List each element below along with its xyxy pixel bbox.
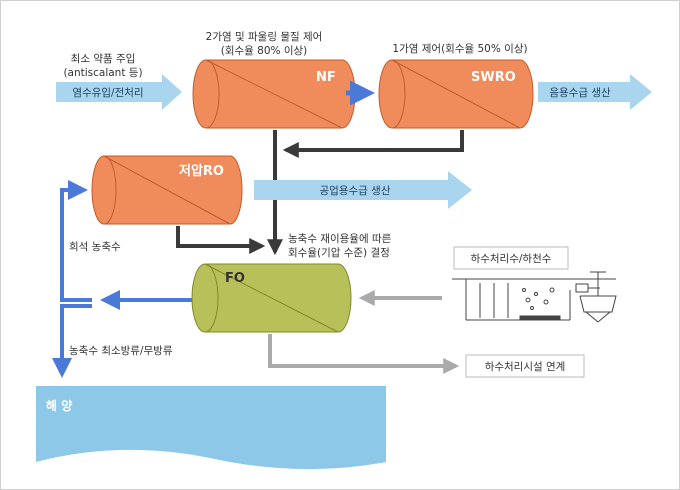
sewage-plant-illustration: [452, 271, 617, 323]
sewage-source-box: [453, 246, 569, 270]
low-pressure-ro-label: 저압RO: [179, 164, 224, 179]
low-ro-concentrate-line: [176, 226, 266, 254]
industrial-water-label: 공업용수급 생산: [320, 184, 391, 197]
swro-membrane: SWRO: [378, 59, 534, 129]
fo-note-line2: 회수율(기압 수준) 결정: [288, 246, 390, 259]
sewage-link-label: 하수처리시설 연계: [485, 360, 566, 373]
sewage-source-label: 하수처리수/하천수: [471, 252, 552, 265]
discharge-line: [52, 304, 92, 378]
nf-note-line2: (회수율 80% 이상): [221, 45, 308, 57]
ocean-label: 해 양: [46, 398, 72, 413]
dilute-recycle-line: [60, 180, 92, 302]
nf-note-line1: 2가염 및 파울링 물질 제어: [206, 31, 323, 43]
intake-label: 염수유입/전처리: [72, 86, 143, 99]
intake-arrow: [56, 74, 182, 110]
swro-label: SWRO: [471, 70, 516, 85]
dilute-brine-label: 희석 농축수: [69, 241, 121, 253]
low-pressure-ro-membrane: 저압RO: [91, 155, 243, 225]
fo-note-line1: 농축수 재이용율에 따른: [288, 233, 392, 245]
fo-membrane: FO: [191, 263, 352, 333]
discharge-label: 농축수 최소방류/무방류: [69, 345, 173, 357]
industrial-water-arrow: [254, 171, 472, 209]
drinking-water-arrow: [538, 74, 652, 110]
antiscalant-label: (antiscalant 등): [63, 67, 142, 79]
fo-to-sewage-link-line: [268, 334, 460, 374]
fo-label: FO: [225, 271, 245, 286]
swro-brine-return-line: [282, 130, 464, 158]
nf-label: NF: [316, 70, 336, 85]
sewage-link-box: [465, 354, 585, 378]
chemical-dosing-label: 최소 약품 주입: [71, 52, 136, 65]
nf-membrane: NF: [192, 59, 356, 129]
drinking-water-label: 음용수급 생산: [549, 87, 611, 99]
ocean-area: [36, 386, 386, 470]
swro-note: 1가염 제어(회수율 50% 이상): [392, 43, 527, 55]
